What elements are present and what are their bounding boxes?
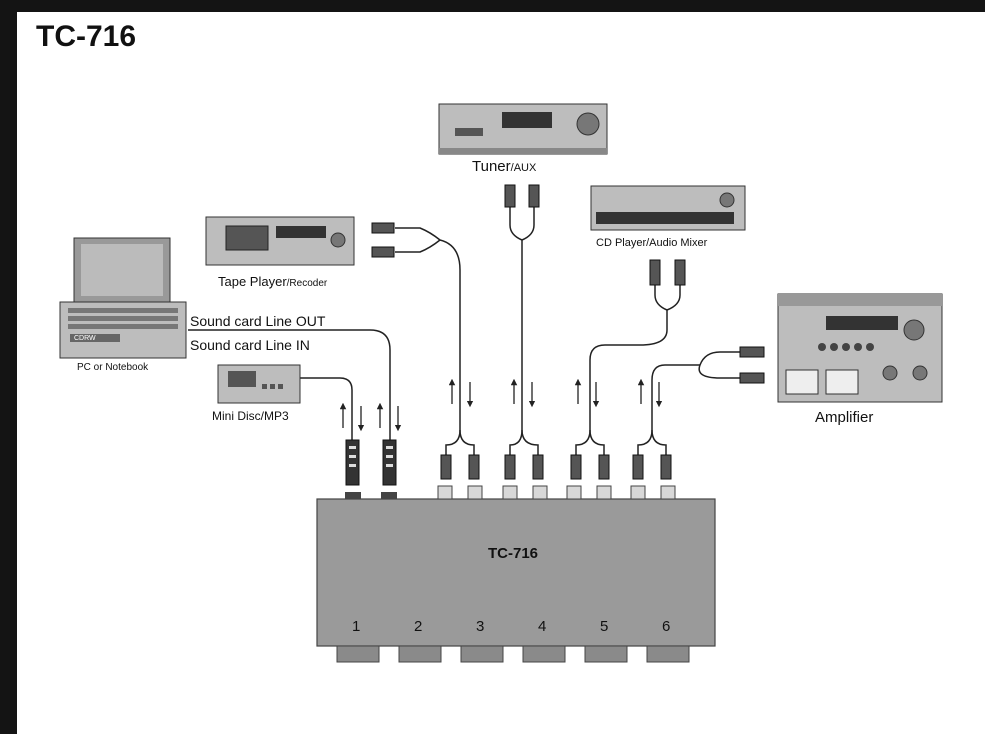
switch-box (316, 485, 716, 663)
port-label-2: 2 (414, 618, 423, 635)
tuner-label-sub: /AUX (510, 162, 537, 174)
port-label-6: 6 (662, 618, 671, 635)
tape-deck-device (205, 216, 355, 266)
pc-device (59, 237, 187, 359)
minidisc-device (217, 364, 301, 404)
signal-arrows (339, 378, 663, 432)
tuner-label: Tuner/AUX (472, 158, 536, 175)
line-out-label: Sound card Line OUT (190, 313, 326, 329)
port-label-3: 3 (476, 618, 485, 635)
port-label-4: 4 (538, 618, 547, 635)
port-label-5: 5 (600, 618, 609, 635)
tuner-label-main: Tuner (472, 158, 511, 175)
cables (188, 205, 740, 455)
tape-label: Tape Player/Recoder (218, 274, 327, 289)
tape-label-sub: /Recoder (286, 278, 328, 289)
tape-label-main: Tape Player (218, 274, 287, 289)
amplifier-label: Amplifier (815, 409, 874, 426)
cd-label: CD Player/Audio Mixer (596, 237, 708, 249)
minidisc-label: Mini Disc/MP3 (212, 409, 289, 423)
rca-plugs (371, 184, 765, 480)
line-in-label: Sound card Line IN (190, 337, 310, 353)
port-label-1: 1 (352, 618, 361, 635)
cd-player-device (590, 185, 746, 231)
tuner-device (438, 103, 608, 155)
switch-box-label: TC-716 (488, 545, 539, 562)
page-title: TC-716 (36, 20, 137, 53)
amplifier-device (777, 293, 943, 403)
cdrw-label: CDRW (74, 335, 96, 342)
mini-jack-plugs (345, 439, 397, 486)
pc-label: PC or Notebook (77, 362, 149, 373)
